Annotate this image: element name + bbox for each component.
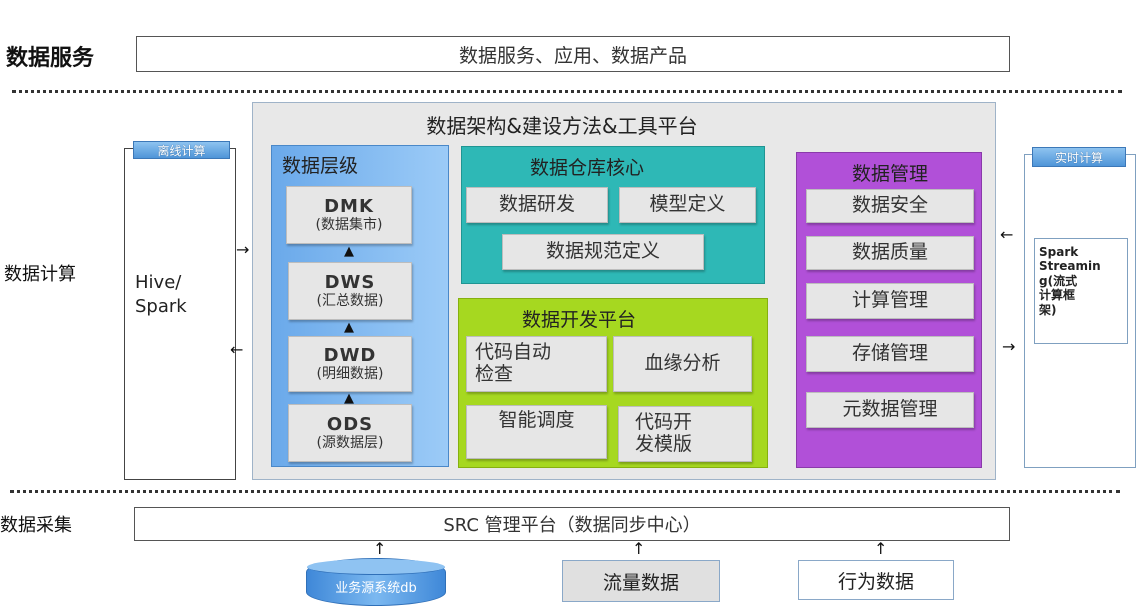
layer-ods-name: ODS — [326, 413, 374, 435]
layer-ods: ODS (源数据层) — [288, 404, 412, 462]
arrow-up-icon: ↑ — [874, 539, 888, 558]
arrow-right-icon: → — [1002, 337, 1016, 356]
offline-compute-tag: 离线计算 — [133, 141, 230, 159]
layer-dws-name: DWS — [324, 271, 376, 293]
arrow-up-icon: ▲ — [344, 391, 354, 406]
layer-ods-desc: (源数据层) — [316, 435, 384, 452]
divider-top — [12, 90, 1122, 93]
source-business-db: 业务源系统db — [306, 558, 446, 606]
dev-platform-title: 数据开发平台 — [521, 309, 636, 331]
compute-section-label: 数据计算 — [4, 264, 76, 285]
service-section-label: 数据服务 — [6, 46, 95, 71]
dev-item-code-check: 代码自动 检查 — [466, 336, 607, 392]
warehouse-core-title: 数据仓库核心 — [529, 157, 644, 179]
database-icon — [307, 559, 445, 575]
layer-dws-desc: (汇总数据) — [316, 293, 384, 310]
dev-item-scheduling: 智能调度 — [466, 405, 607, 459]
mgmt-item-compute: 计算管理 — [806, 283, 974, 319]
src-platform-box: SRC 管理平台（数据同步中心） — [134, 507, 1010, 541]
core-item-model-def: 模型定义 — [619, 187, 756, 223]
arrow-up-icon: ▲ — [344, 244, 354, 259]
mgmt-item-storage: 存储管理 — [806, 336, 974, 372]
service-box: 数据服务、应用、数据产品 — [136, 36, 1010, 72]
layer-dmk: DMK (数据集市) — [286, 186, 412, 244]
realtime-compute-tag: 实时计算 — [1032, 147, 1126, 167]
data-layers-title: 数据层级 — [282, 155, 359, 177]
divider-bottom — [10, 490, 1120, 493]
layer-dwd: DWD (明细数据) — [288, 336, 412, 392]
layer-dws: DWS (汇总数据) — [288, 262, 412, 320]
source-traffic-data: 流量数据 — [562, 560, 720, 602]
layer-dmk-desc: (数据集市) — [315, 217, 383, 234]
layer-dwd-name: DWD — [323, 344, 377, 366]
offline-compute-box: Hive/ Spark — [124, 148, 236, 480]
arrow-left-icon: ← — [230, 340, 244, 359]
offline-compute-text: Hive/ Spark — [135, 272, 187, 318]
realtime-compute-text: Spark Streamin g(流式 计算框 架) — [1034, 238, 1128, 344]
source-behavior-data: 行为数据 — [798, 560, 954, 600]
data-management-title: 数据管理 — [851, 163, 928, 185]
core-item-data-dev: 数据研发 — [466, 187, 608, 223]
dev-item-code-template: 代码开 发模版 — [618, 406, 752, 462]
arrow-up-icon: ↑ — [373, 539, 387, 558]
arrow-up-icon: ▲ — [344, 320, 354, 335]
mgmt-item-quality: 数据质量 — [806, 236, 974, 270]
collect-section-label: 数据采集 — [0, 515, 72, 536]
mgmt-item-metadata: 元数据管理 — [806, 392, 974, 428]
dev-item-lineage: 血缘分析 — [613, 336, 752, 392]
arrow-left-icon: ← — [1000, 225, 1014, 244]
architecture-title: 数据架构&建设方法&工具平台 — [426, 114, 698, 138]
layer-dwd-desc: (明细数据) — [316, 366, 384, 383]
layer-dmk-name: DMK — [324, 195, 374, 217]
source-business-db-label: 业务源系统db — [335, 580, 417, 596]
arrow-right-icon: → — [236, 240, 250, 259]
arrow-up-icon: ↑ — [632, 539, 646, 558]
core-item-spec-def: 数据规范定义 — [502, 234, 704, 270]
mgmt-item-security: 数据安全 — [806, 189, 974, 223]
